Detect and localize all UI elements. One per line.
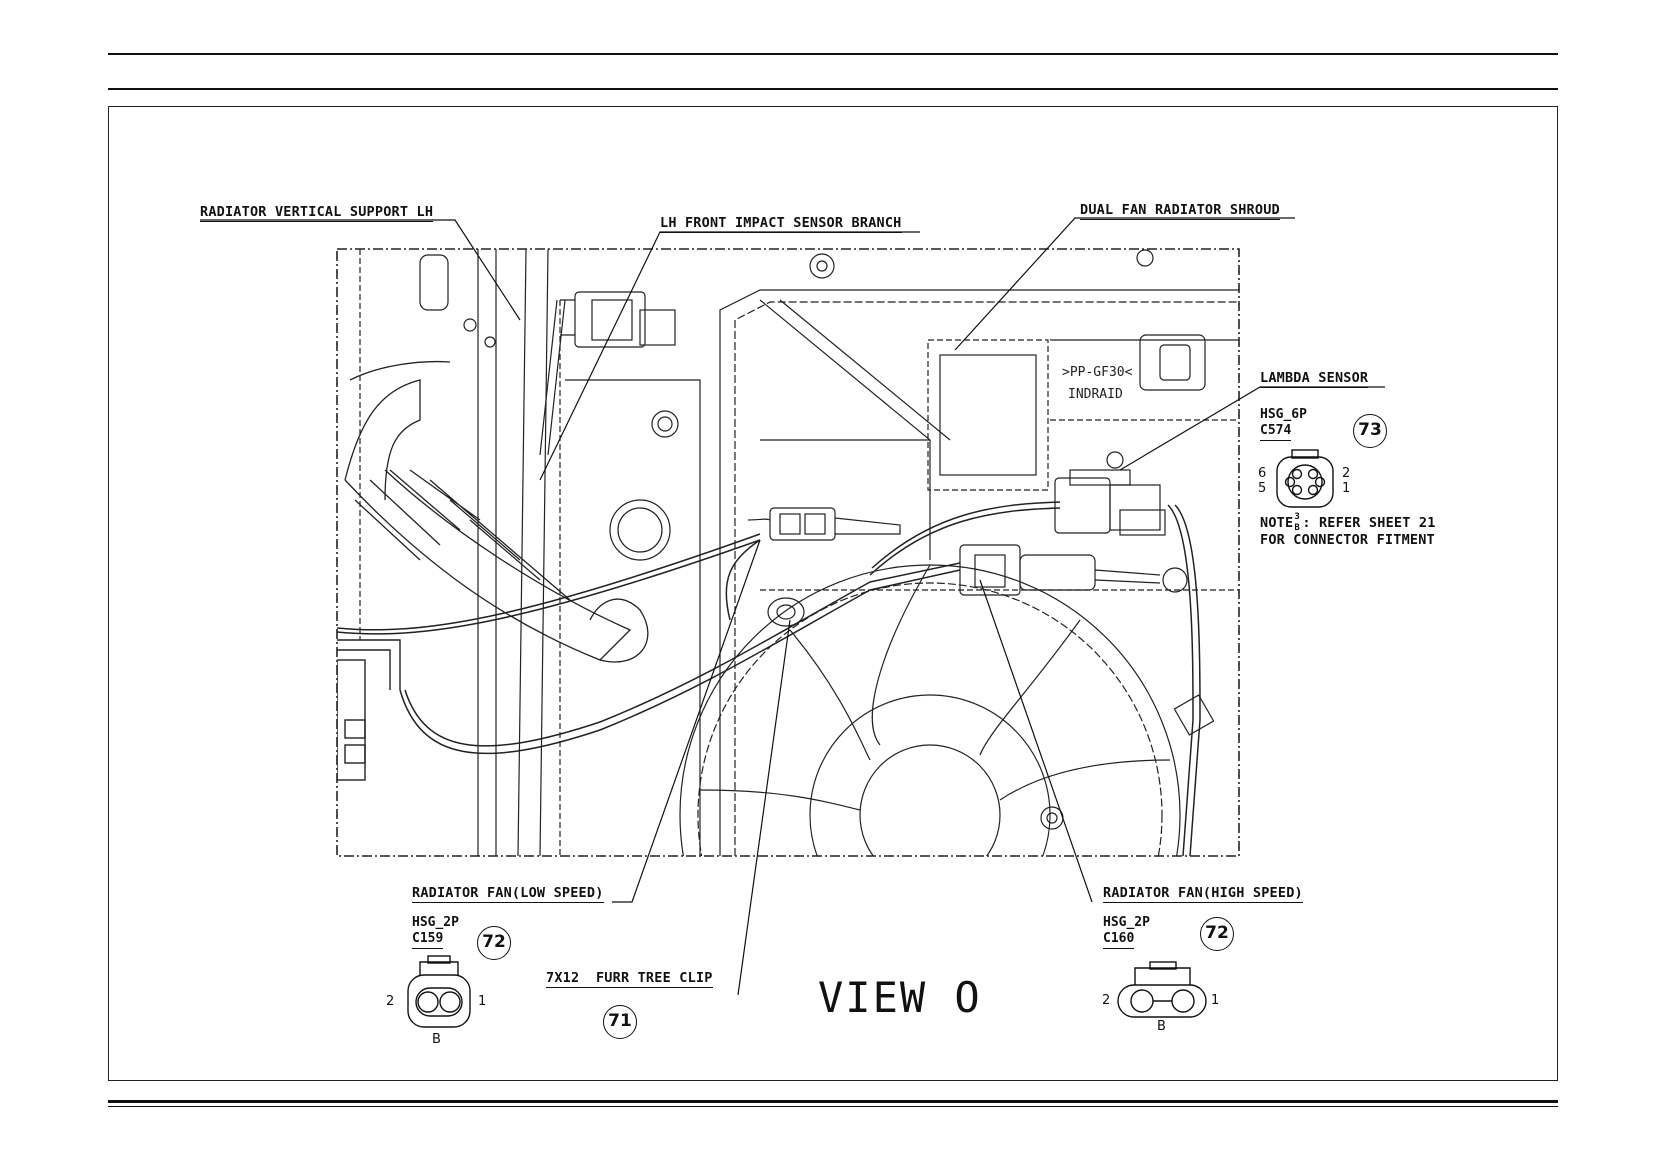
main-harness-wires — [337, 501, 1201, 856]
note-prefix: NOTE — [1260, 515, 1294, 531]
footer-rule-thick — [108, 1100, 1558, 1103]
badge-73: 73 — [1353, 414, 1387, 448]
c574-pin-2: 2 — [1342, 466, 1351, 481]
c574-pin-5: 5 — [1258, 481, 1267, 496]
label-impact-sensor: LH FRONT IMPACT SENSOR BRANCH — [660, 215, 902, 233]
c159-code: C159 — [412, 931, 444, 949]
c159-connector-face — [407, 955, 471, 1028]
c159-pin-1: 1 — [478, 994, 487, 1009]
leader-fan-shroud — [954, 217, 1295, 351]
c160-code: C160 — [1103, 931, 1135, 949]
drawing-frame — [108, 106, 1558, 1081]
svg-text:INDRAID: INDRAID — [1068, 387, 1123, 402]
c159-housing: HSG_2P — [412, 915, 459, 930]
c574-code: C574 — [1260, 423, 1292, 441]
badge-72-high: 72 — [1200, 917, 1234, 951]
c574-connector-face — [1276, 449, 1334, 508]
header-rule — [108, 88, 1558, 90]
c160-pin-1: 1 — [1211, 993, 1220, 1008]
left-harness-branch — [337, 639, 401, 781]
note-ref-letter: B — [1294, 523, 1300, 533]
label-lambda-sensor: LAMBDA SENSOR — [1260, 370, 1369, 388]
c160-connector-face — [1117, 961, 1207, 1018]
leader-clip — [737, 619, 791, 996]
c160-housing: HSG_2P — [1103, 915, 1150, 930]
c574-housing: HSG_6P — [1260, 407, 1307, 422]
label-fan-high-speed: RADIATOR FAN(HIGH SPEED) — [1103, 885, 1303, 903]
leader-lambda — [1119, 386, 1385, 471]
label-radiator-support: RADIATOR VERTICAL SUPPORT LH — [200, 204, 434, 222]
lambda-sensor-connector — [1054, 451, 1166, 536]
top-rule — [108, 53, 1558, 55]
note-line-2: FOR CONNECTOR FITMENT — [1260, 532, 1435, 548]
c160-pin-2: 2 — [1102, 993, 1111, 1008]
badge-71: 71 — [603, 1005, 637, 1039]
detail-viewport — [336, 248, 1240, 857]
label-fan-shroud: DUAL FAN RADIATOR SHROUD — [1080, 202, 1280, 220]
right-lower-connector — [1173, 694, 1215, 736]
badge-72-low: 72 — [477, 926, 511, 960]
label-fan-low-speed: RADIATOR FAN(LOW SPEED) — [412, 885, 604, 903]
fur-tree-clip — [767, 597, 805, 627]
fan-shroud-structure: >PP-GF30< INDRAID — [565, 249, 1239, 856]
svg-text:>PP-GF30<: >PP-GF30< — [1062, 365, 1133, 380]
c574-pin-1: 1 — [1342, 481, 1351, 496]
impact-sensor-connector — [539, 291, 676, 456]
leader-impact-sensor — [539, 231, 920, 481]
leader-fan-high — [979, 579, 1093, 903]
note-ref-number: 3 — [1294, 512, 1300, 522]
coolant-hose — [344, 360, 649, 663]
view-title: VIEW O — [818, 973, 982, 1022]
low-speed-fan-connector — [747, 507, 901, 541]
c574-pin-6: 6 — [1258, 466, 1267, 481]
radiator-fan — [679, 564, 1239, 856]
leader-radiator-support — [200, 219, 521, 321]
radiator-support-structure — [359, 249, 561, 856]
leader-fan-low — [612, 539, 761, 903]
c159-pin-2: 2 — [386, 994, 395, 1009]
footer-rule-thin — [108, 1106, 1558, 1107]
label-fur-tree-clip: 7X12 FURR TREE CLIP — [546, 970, 713, 988]
note-text: : REFER SHEET 21 — [1302, 515, 1436, 531]
c160-key: B — [1157, 1019, 1166, 1034]
high-speed-fan-connector — [959, 544, 1188, 596]
c159-key: B — [432, 1032, 441, 1047]
